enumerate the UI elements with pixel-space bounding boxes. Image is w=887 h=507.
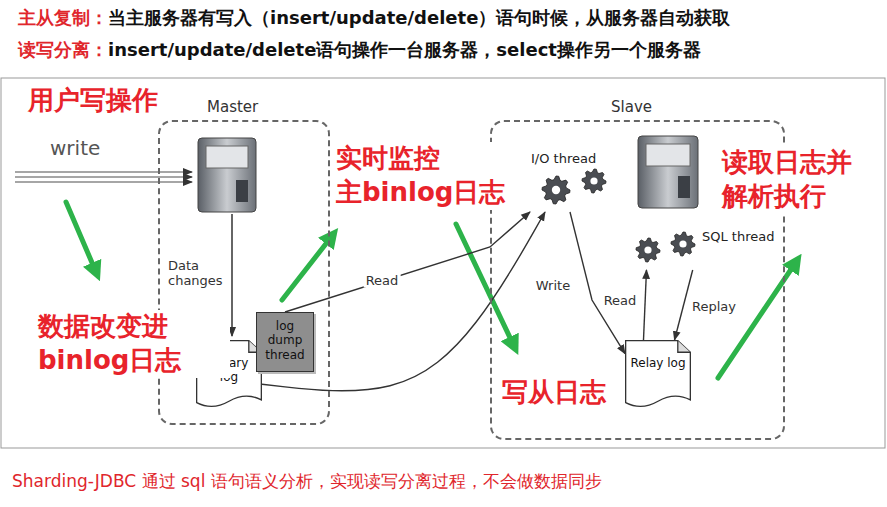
log-document: Relay log — [625, 340, 691, 408]
annotation: 用户写操作 — [26, 84, 160, 118]
node-text: I/O thread — [531, 151, 623, 166]
gear-icons — [542, 169, 695, 262]
caption: Sharding-JDBC 通过 sql 语句语义分析，实现读写分离过程，不会做… — [12, 470, 602, 493]
thread-icon: SQL thread — [628, 226, 782, 270]
topic-heading: 读写分离： — [18, 38, 108, 62]
group-heading: Master — [204, 98, 261, 116]
annotation: 实时监控 主binlog日志 — [334, 142, 526, 210]
data-change-arrow — [231, 214, 233, 336]
topic-text: insert/update/delete语句操作一台服务器，select操作另一… — [108, 38, 701, 62]
node-text: SQL thread — [702, 229, 780, 244]
thread-box: log dump thread — [256, 312, 314, 372]
slave-server-icon — [638, 136, 698, 208]
flow-arrow — [643, 270, 646, 340]
flow-label: write — [50, 136, 100, 160]
topic-text: 当主服务器有写入（insert/update/delete）语句时候，从服务器自… — [108, 6, 730, 30]
master-server-icon — [198, 138, 256, 212]
group-heading: Slave — [608, 98, 655, 116]
document-outline — [625, 340, 691, 408]
flow-label: Data changes — [168, 258, 226, 288]
node-text: log dump thread — [259, 319, 311, 362]
annotation: 数据改变进 binlog日志 — [36, 310, 230, 378]
frame — [1, 78, 885, 448]
edge-label: Read — [602, 293, 639, 308]
edge-label: Read — [364, 273, 401, 288]
topic-heading: 主从复制： — [18, 6, 108, 30]
annotation: 读取日志并 解析执行 — [720, 146, 874, 214]
edge-label: Write — [534, 278, 572, 293]
edge-label: Replay — [690, 299, 738, 314]
write-lines — [15, 172, 192, 182]
flow-arrow — [570, 212, 625, 354]
node-text: Relay log — [629, 356, 687, 370]
thread-icon: I/O thread — [525, 150, 625, 212]
annotation: 写从日志 — [500, 376, 608, 410]
